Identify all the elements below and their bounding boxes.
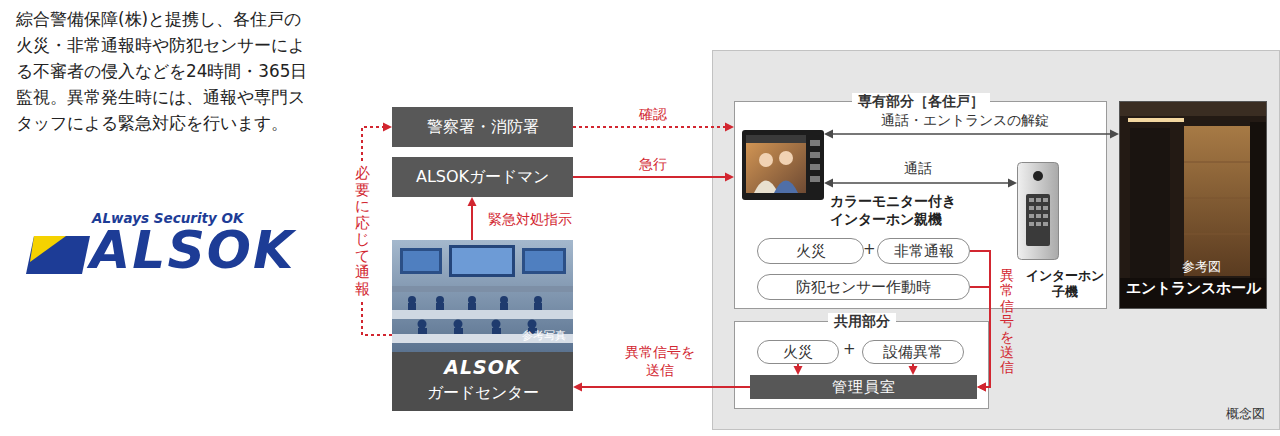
arrowhead xyxy=(794,366,803,375)
connector-line xyxy=(580,386,750,388)
node-text: 火災 xyxy=(783,343,813,362)
node-text: 設備異常 xyxy=(883,343,943,362)
agency-box: ALSOKガードマン xyxy=(392,157,573,197)
node-text: ALSOKガードマン xyxy=(416,167,549,188)
connector-line xyxy=(970,251,990,387)
edge-label: 緊急対処指示 xyxy=(488,211,572,229)
intercom-monitor: カラーモニター付き インターホン親機 xyxy=(742,130,824,200)
arrowhead xyxy=(725,123,734,132)
entrance-photo-picture xyxy=(1120,102,1267,309)
edge-label: 急行 xyxy=(639,156,667,174)
node-text: エントランスホール xyxy=(1120,279,1266,298)
event-pill: 防犯センサー作動時 xyxy=(757,274,970,300)
monitor-picture xyxy=(742,130,824,200)
entrance-photo: エントランスホール xyxy=(1119,101,1267,309)
connector-line xyxy=(831,133,1112,135)
arrowhead xyxy=(573,383,582,392)
area-group: 共用部分火災設備異常管理員室 xyxy=(734,321,989,409)
arrowhead xyxy=(824,130,833,139)
node-text: 警察署・消防署 xyxy=(427,117,539,138)
photo-note: 参考写真 xyxy=(522,328,566,343)
arrowhead xyxy=(977,383,986,392)
node-text: インターホン 子機 xyxy=(1024,268,1106,301)
logo-wordmark: ALSOK xyxy=(90,224,295,276)
photo-note: 参考図 xyxy=(1182,258,1221,276)
connector-line xyxy=(970,287,990,387)
connector xyxy=(970,287,990,392)
connector xyxy=(824,130,1119,139)
guard-center-box: ALSOK ガードセンター xyxy=(392,240,573,411)
event-pill: 火災 xyxy=(757,340,839,364)
connector xyxy=(573,173,734,182)
plus-sign: + xyxy=(863,240,876,258)
connector xyxy=(573,123,734,132)
arrowhead xyxy=(977,383,986,392)
caption-text: 綜合警備保障(株)と提携し、各住戸の火災・非常通報時や防犯センサーによる不審者の… xyxy=(16,6,308,136)
plus-sign: + xyxy=(843,340,856,358)
connector-line xyxy=(912,364,914,368)
door-unit-picture xyxy=(1017,162,1059,260)
event-pill: 非常通報 xyxy=(877,238,970,264)
node-text: 火災 xyxy=(796,242,826,261)
edge-label: 確認 xyxy=(639,106,667,124)
connector xyxy=(824,179,1017,188)
event-pill: 設備異常 xyxy=(862,340,964,364)
office-bar: 管理員室 xyxy=(750,375,977,399)
edge-label: 通話・エントランスの解錠 xyxy=(881,112,1049,130)
edge-label: 異常信号を 送信 xyxy=(623,344,697,379)
connector xyxy=(573,383,750,392)
connector xyxy=(909,364,918,375)
intercom-door-unit: インターホン 子機 xyxy=(1017,162,1059,260)
event-pill: 火災 xyxy=(757,238,864,264)
arrowhead xyxy=(1110,130,1119,139)
edge-label: 通話 xyxy=(904,160,932,178)
arrowhead xyxy=(725,173,734,182)
node-text: カラーモニター付き インターホン親機 xyxy=(830,192,960,228)
node-text: 非常通報 xyxy=(894,242,954,261)
connector xyxy=(970,251,990,392)
arrowhead xyxy=(468,197,477,206)
node-text: ALSOK xyxy=(392,356,573,378)
arrowhead xyxy=(383,123,392,132)
connector-line xyxy=(831,182,1010,184)
edge-label: 異常信号を送信 xyxy=(1000,268,1014,376)
edge-label: 必要に応じて通報 xyxy=(354,162,371,300)
node-text: 概念図 xyxy=(1226,405,1265,423)
arrowhead xyxy=(824,179,833,188)
connector-line xyxy=(797,364,799,368)
node-text: 防犯センサー作動時 xyxy=(796,278,931,297)
connector-line xyxy=(471,204,473,240)
node-text: ガードセンター xyxy=(392,383,573,404)
connector xyxy=(468,197,477,240)
arrowhead xyxy=(1008,179,1017,188)
area-group: 専有部分［各住戸］カラーモニター付き インターホン親機インターホン 子機火災非常… xyxy=(734,101,1107,309)
agency-box: 警察署・消防署 xyxy=(392,107,573,147)
arrowhead xyxy=(909,366,918,375)
connector-line xyxy=(573,126,727,128)
group-heading: 共用部分 xyxy=(828,313,896,329)
connector-line xyxy=(573,176,727,178)
group-heading: 専有部分［各住戸］ xyxy=(852,93,990,109)
connector xyxy=(794,364,803,375)
concept-panel: 概念図専有部分［各住戸］カラーモニター付き インターホン親機インターホン 子機火… xyxy=(712,50,1280,430)
node-text: 管理員室 xyxy=(832,378,896,397)
